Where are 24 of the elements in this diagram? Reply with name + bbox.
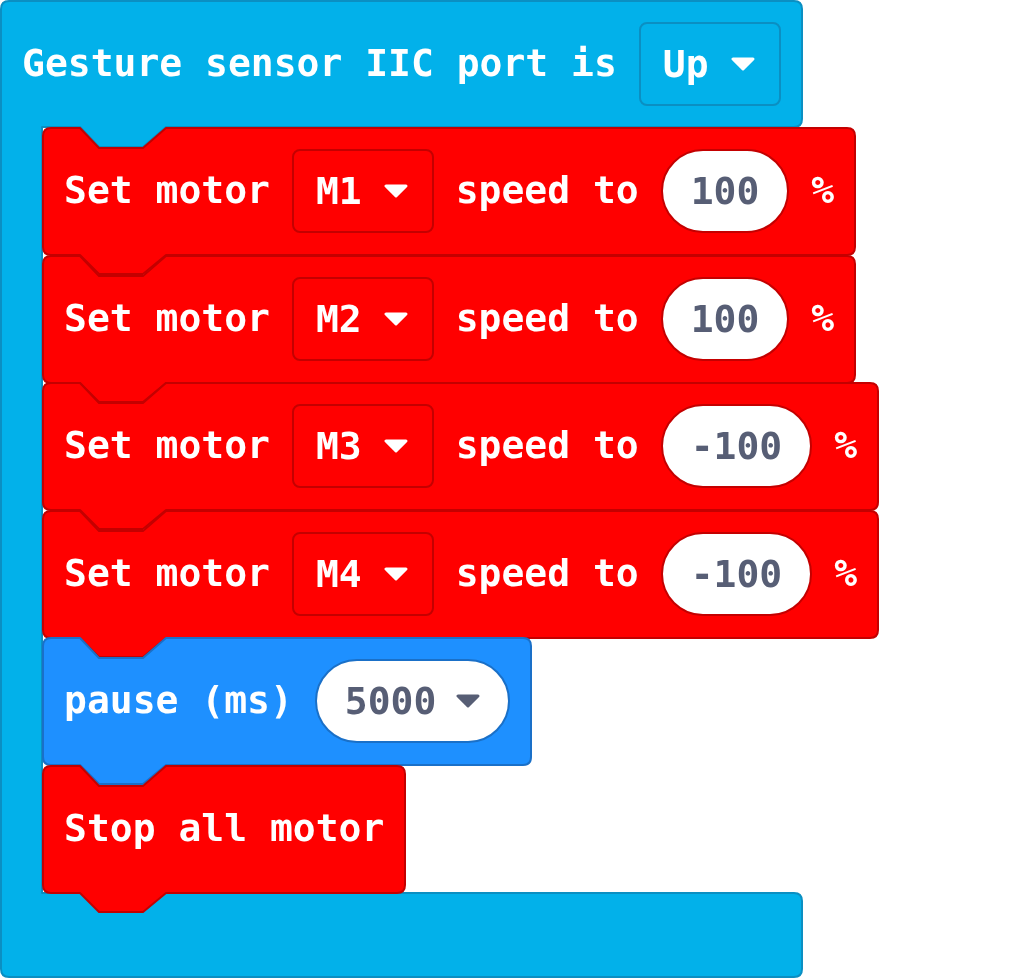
statement-block <box>42 765 407 913</box>
block-label: % <box>834 424 858 468</box>
block-label: Stop all motor <box>64 807 385 851</box>
block-label: Set motor <box>64 297 270 341</box>
dropdown: M3 <box>291 404 434 488</box>
block-label: speed to <box>455 424 639 468</box>
block-label: speed to <box>455 552 639 596</box>
dropdown: M2 <box>291 277 434 361</box>
block-label: % <box>811 169 835 213</box>
block-label: Gesture sensor IIC port is <box>22 41 617 86</box>
block-label: speed to <box>455 297 639 341</box>
statement-block <box>42 637 533 785</box>
dropdown: M1 <box>291 149 434 233</box>
dropdown-field: 5000 <box>314 659 511 743</box>
dropdown: M4 <box>291 532 434 616</box>
dropdown: Up <box>638 21 781 106</box>
block-label: % <box>834 552 858 596</box>
statement-block <box>42 510 880 658</box>
block-label: Set motor <box>64 552 270 596</box>
block-label: Set motor <box>64 169 270 213</box>
block-label: pause (ms) <box>64 679 293 723</box>
block-label: speed to <box>455 169 639 213</box>
block-label: Set motor <box>64 424 270 468</box>
block-label: % <box>811 297 835 341</box>
